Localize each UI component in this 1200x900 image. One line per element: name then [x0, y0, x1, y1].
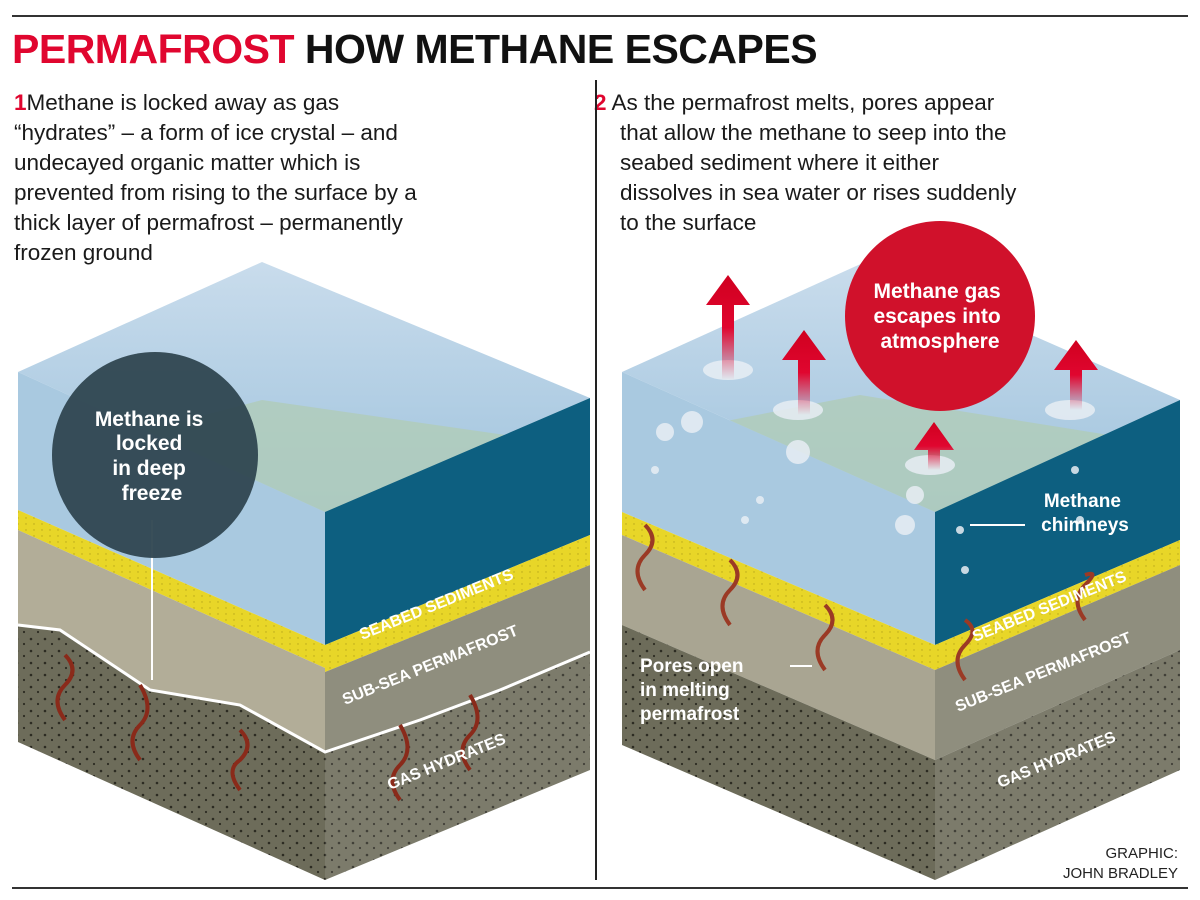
text-line: that allow the methane to seep into the — [620, 120, 1007, 145]
bubble — [1076, 516, 1084, 524]
text-line: dissolves in sea water or rises suddenly — [620, 180, 1017, 205]
label-pores-open: Pores open in melting permafrost — [640, 656, 749, 725]
hydrates-right — [935, 650, 1180, 880]
up-arrow-icon — [1054, 340, 1098, 410]
locked-methane-bubble — [52, 352, 258, 558]
up-arrow-icon — [914, 422, 954, 470]
bubble — [741, 516, 749, 524]
bubble — [895, 515, 915, 535]
bubble — [1071, 466, 1079, 474]
credit-label: GRAPHIC: — [1105, 845, 1178, 862]
wavy-arrow — [955, 618, 975, 682]
escape-arrows — [706, 275, 1098, 470]
permafrost-boundary — [17, 623, 591, 754]
wavy-arrow — [460, 693, 480, 772]
step-number-2: 2 — [594, 90, 607, 115]
permafrost-left — [18, 530, 325, 752]
up-arrow-icon — [706, 275, 750, 380]
graphic-credit: GRAPHIC: JOHN BRADLEY — [1063, 844, 1178, 884]
panel1-description: 1Methane is locked away as gas “hydrates… — [14, 88, 417, 268]
rising-gas-arrows — [55, 653, 480, 802]
wavy-arrow — [390, 723, 410, 802]
text-line: seabed sediment where it either — [620, 150, 939, 175]
wavy-arrow — [55, 653, 75, 722]
text-line: As the permafrost melts, pores appear — [611, 90, 995, 115]
wavy-arrow — [1075, 571, 1095, 622]
wavy-arrow — [815, 603, 835, 672]
bubble — [906, 486, 924, 504]
sediment-right — [935, 540, 1180, 670]
text-line: prevented from rising to the surface by … — [14, 180, 417, 205]
bubble — [786, 440, 810, 464]
water-right-face — [935, 400, 1180, 645]
bubble-text: Methane gas escapes into atmosphere — [873, 280, 1006, 353]
sediment-left — [18, 510, 325, 668]
panel-divider — [595, 80, 597, 880]
bubble-text: Methane is locked in deep freeze — [95, 408, 209, 505]
water-right-face — [325, 398, 590, 645]
block-frozen: Methane is locked in deep freeze SEABED … — [17, 262, 591, 880]
water-left-face — [622, 372, 935, 645]
permafrost-right — [325, 565, 590, 752]
top-rule — [12, 15, 1188, 17]
label-methane-chimneys: Methane chimneys — [1041, 491, 1129, 536]
title-highlight: PERMAFROST — [12, 26, 295, 72]
permafrost-left — [622, 535, 935, 760]
wavy-arrow — [720, 558, 740, 627]
credit-author: JOHN BRADLEY — [1062, 865, 1178, 882]
rising-gas-arrows — [635, 523, 1095, 682]
text-line: frozen ground — [14, 240, 153, 265]
wavy-arrow — [230, 728, 250, 792]
sediment-right — [325, 535, 590, 672]
bubble — [681, 411, 703, 433]
text-line: thick layer of permafrost – permanently — [14, 210, 403, 235]
hydrates-left — [18, 625, 325, 880]
text-line: undecayed organic matter which is — [14, 150, 361, 175]
up-arrow-icon — [782, 330, 826, 415]
wavy-arrow — [130, 683, 150, 762]
text-line: Methane is locked away as gas — [26, 90, 340, 115]
hydrates-left — [622, 625, 935, 880]
bubble — [651, 466, 659, 474]
title-rest: HOW METHANE ESCAPES — [304, 26, 818, 72]
page-title: PERMAFROST HOW METHANE ESCAPES — [12, 26, 818, 73]
bubble — [961, 566, 969, 574]
text-line: to the surface — [620, 210, 757, 235]
bottom-rule — [12, 887, 1188, 889]
wavy-arrow — [635, 523, 655, 592]
panel2-description: 2 As the permafrost melts, pores appear … — [594, 88, 1017, 238]
bubble — [756, 496, 764, 504]
bubble — [956, 526, 964, 534]
bubble — [656, 423, 674, 441]
sediment-left — [622, 512, 935, 670]
escaping-methane-bubble — [845, 221, 1035, 411]
hydrates-right — [325, 652, 590, 880]
step-number-1: 1 — [14, 90, 27, 115]
text-line: “hydrates” – a form of ice crystal – and — [14, 120, 398, 145]
block-melting: Methane gas escapes into atmosphere Meth… — [622, 221, 1180, 880]
permafrost-right — [935, 565, 1180, 760]
